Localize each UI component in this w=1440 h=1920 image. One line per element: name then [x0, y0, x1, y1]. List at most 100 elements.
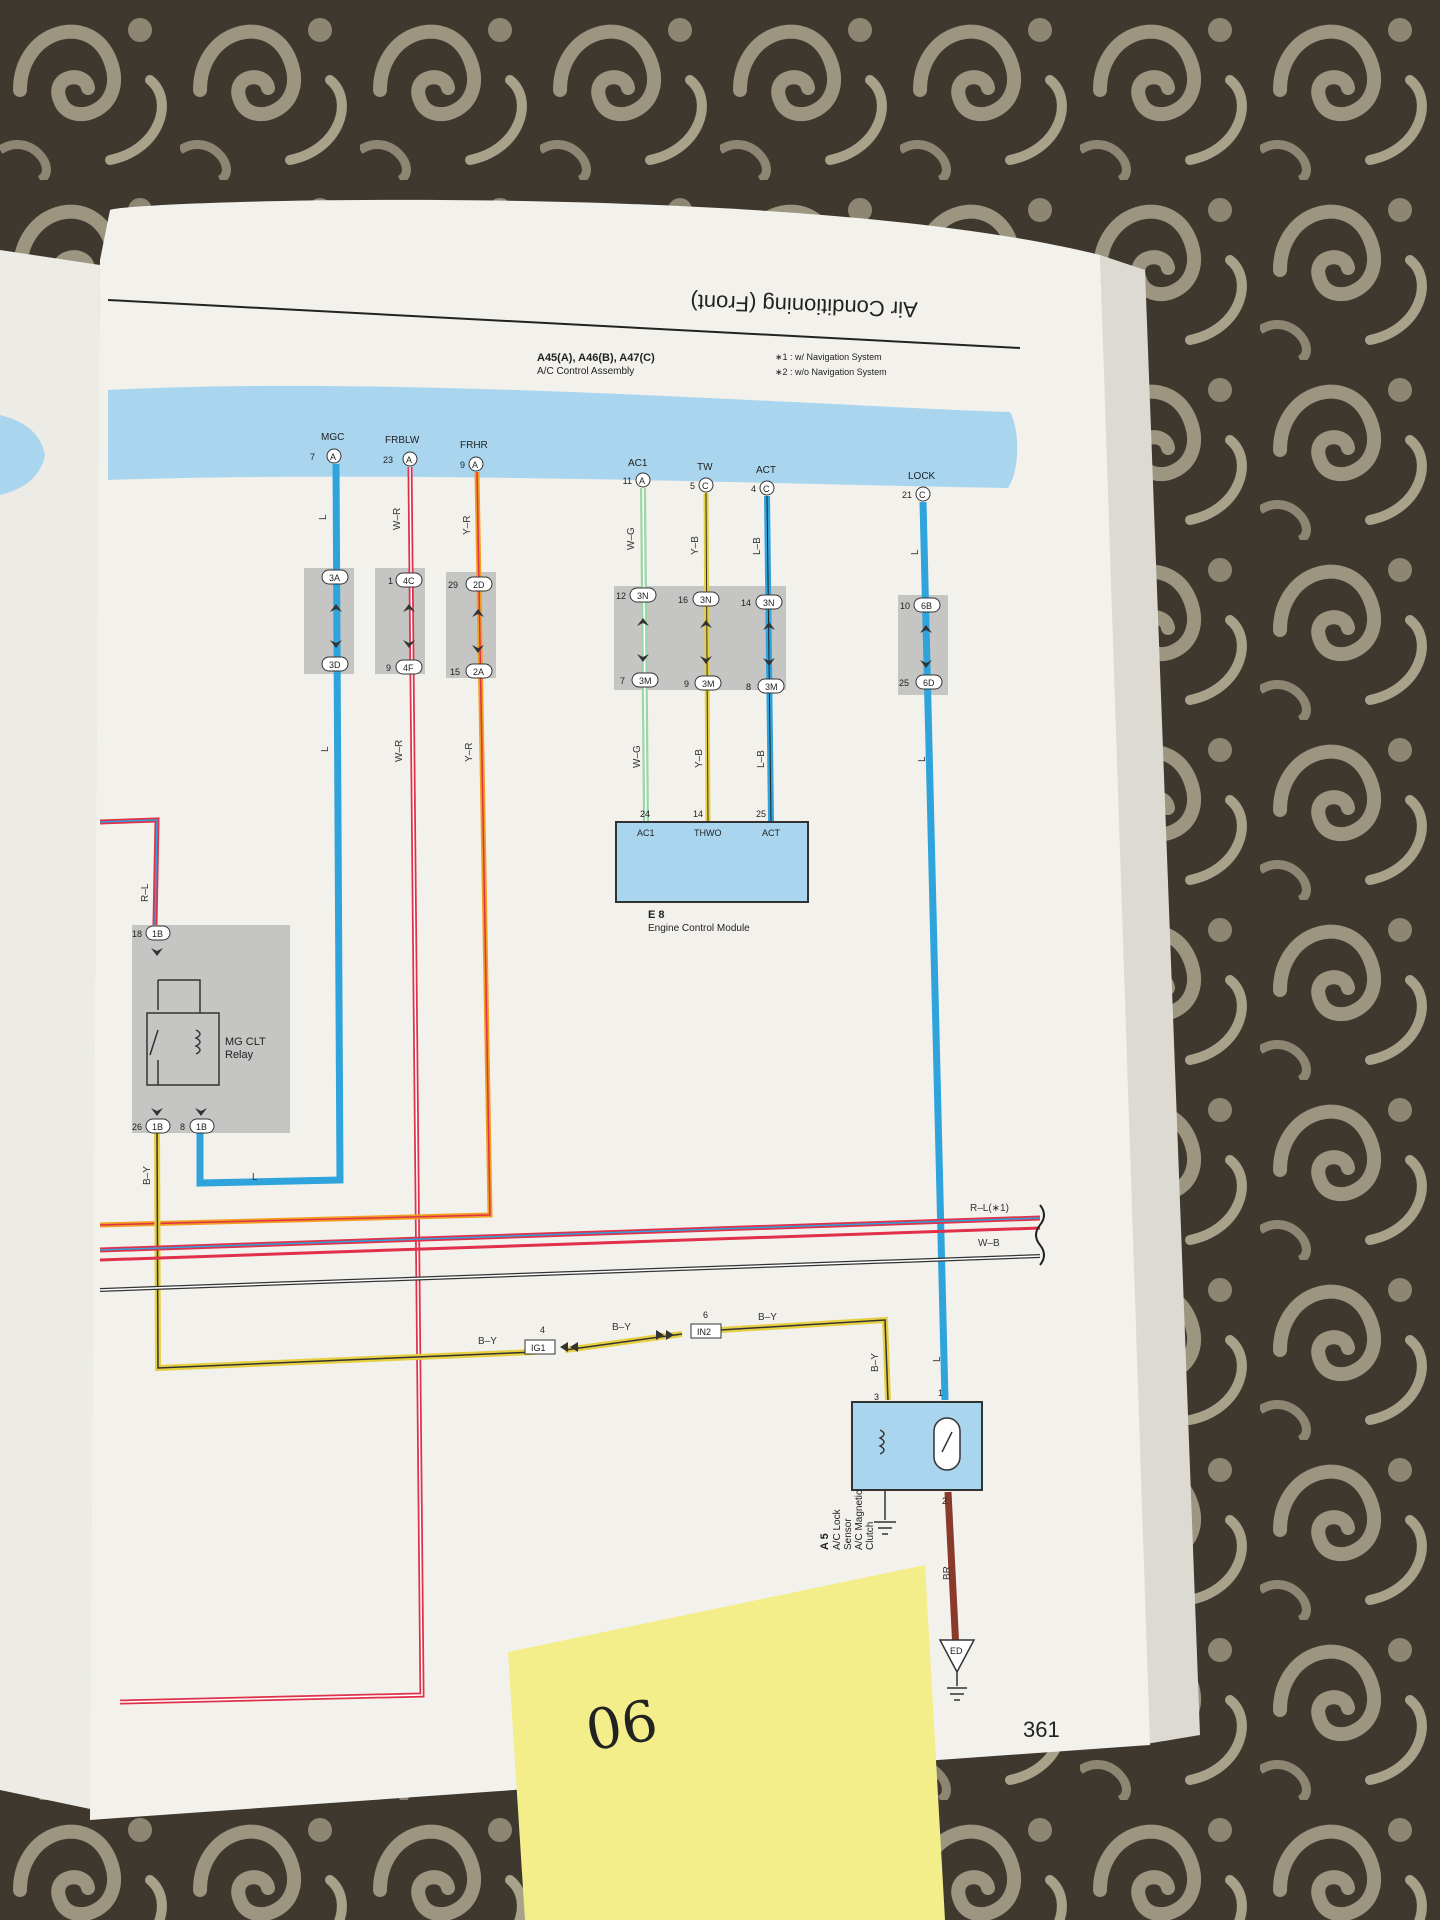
svg-text:Clutch: Clutch: [865, 1522, 876, 1550]
junction-3n-2: 16 3N: [678, 591, 720, 607]
terminal-frblw: FRBLW 23 A: [383, 435, 420, 467]
svg-text:3: 3: [874, 1392, 879, 1402]
junction-3n-3: 14 3N: [741, 594, 783, 610]
svg-text:AC1: AC1: [637, 828, 655, 838]
svg-text:16: 16: [678, 595, 688, 605]
svg-text:A: A: [330, 452, 336, 462]
svg-text:ACT: ACT: [756, 465, 776, 476]
wire-rl1: [99, 1215, 1041, 1262]
svg-text:29: 29: [448, 580, 458, 590]
junction-1b-right: 8 1B: [180, 1118, 215, 1134]
svg-text:24: 24: [640, 809, 650, 819]
ac-clutch-box: 3 1 2: [851, 1388, 983, 1535]
wire-label-l-5: L: [252, 1172, 258, 1183]
note-nav: ∗1 : w/ Navigation System: [775, 352, 882, 362]
junction-3m-1: 7 3M: [620, 672, 659, 688]
ecm-box: 24 14 25 AC1 THWO ACT: [615, 809, 809, 903]
svg-text:ACT: ACT: [762, 828, 781, 838]
svg-text:3N: 3N: [637, 591, 649, 601]
svg-text:ED: ED: [950, 1646, 963, 1656]
relay-symbol: [146, 979, 220, 1086]
wire-label-br: BR: [942, 1566, 953, 1580]
wire-ac1-wg: [640, 487, 649, 823]
svg-text:LOCK: LOCK: [908, 471, 936, 482]
left-page-bus: [0, 415, 45, 495]
wire-label-l-6: L: [932, 1356, 943, 1362]
terminal-frhr: FRHR 9 A: [460, 440, 488, 472]
wire-label-l-4: L: [917, 756, 928, 762]
wire-label-yr-1: Y–R: [462, 516, 473, 535]
svg-text:FRHR: FRHR: [460, 440, 488, 451]
wire-wb: [99, 1254, 1041, 1292]
wire-label-wr-2: W–R: [394, 740, 405, 762]
svg-text:9: 9: [460, 460, 465, 470]
svg-text:3N: 3N: [763, 598, 775, 608]
relay-name-line2: Relay: [225, 1049, 254, 1061]
wire-label-l-3: L: [320, 746, 331, 752]
svg-text:A: A: [406, 455, 412, 465]
svg-text:3D: 3D: [329, 660, 341, 670]
junction-2a: 15 2A: [450, 663, 493, 679]
terminal-lock: LOCK 21 C: [902, 471, 936, 502]
relay-name-line1: MG CLT: [225, 1036, 266, 1048]
svg-text:15: 15: [450, 667, 460, 677]
svg-text:06: 06: [581, 1688, 662, 1764]
wire-label-rl1: R–L(∗1): [970, 1203, 1009, 1214]
svg-text:9: 9: [684, 679, 689, 689]
terminal-act: ACT 4 C: [751, 465, 776, 496]
wire-lock-blue: [919, 501, 949, 1401]
junction-6b: 10 6B: [900, 597, 941, 613]
wire-frhr-yr: [99, 471, 493, 1228]
terminal-ac1: AC1 11 A: [623, 458, 651, 488]
svg-text:21: 21: [902, 490, 912, 500]
junction-2d: 29 2D: [448, 576, 493, 592]
wire-label-by-2: B–Y: [478, 1336, 497, 1347]
wire-mgc-blue: [196, 463, 344, 1187]
svg-text:1B: 1B: [152, 1122, 163, 1132]
svg-text:8: 8: [746, 682, 751, 692]
svg-text:8: 8: [180, 1122, 185, 1132]
junction-4f: 9 4F: [386, 659, 423, 675]
in2-connector: 6 IN2: [656, 1310, 722, 1340]
sticky-note: 06: [508, 1565, 945, 1920]
svg-text:C: C: [919, 490, 926, 500]
svg-text:2A: 2A: [473, 667, 484, 677]
wire-tw-yb: [703, 492, 711, 823]
wire-label-by-4: B–Y: [758, 1312, 777, 1323]
svg-text:6D: 6D: [923, 678, 935, 688]
ecm-code: E 8: [648, 909, 665, 921]
wire-label-l-2: L: [910, 549, 921, 555]
svg-text:Sensor: Sensor: [843, 1518, 854, 1550]
wire-frblw-wr: [119, 466, 425, 1705]
svg-text:4C: 4C: [403, 576, 415, 586]
ground-ed: ED: [938, 1639, 976, 1701]
wire-label-wr-1: W–R: [392, 508, 403, 530]
relay-box: [132, 925, 290, 1133]
svg-text:18: 18: [132, 929, 142, 939]
junction-3a: 3A: [321, 569, 349, 585]
svg-text:FRBLW: FRBLW: [385, 435, 420, 446]
svg-text:1: 1: [388, 576, 393, 586]
wire-relay-by: [154, 1127, 891, 1401]
svg-text:C: C: [763, 484, 770, 494]
wire-label-rl: R–L: [140, 883, 151, 902]
svg-text:3M: 3M: [639, 676, 652, 686]
terminal-mgc: MGC 7 A: [310, 432, 344, 464]
wire-label-wg-1: W–G: [626, 527, 637, 550]
top-rule: [107, 299, 1021, 349]
svg-text:9: 9: [386, 663, 391, 673]
svg-text:3N: 3N: [700, 595, 712, 605]
svg-text:A/C Lock: A/C Lock: [832, 1508, 843, 1550]
svg-text:AC1: AC1: [628, 458, 648, 469]
wire-label-yb-2: Y–B: [694, 749, 705, 768]
ac-clutch-label: A 5 A/C Lock Sensor A/C Magnetic Clutch: [819, 1490, 876, 1550]
svg-text:25: 25: [756, 809, 766, 819]
svg-text:4F: 4F: [403, 663, 414, 673]
svg-text:5: 5: [690, 481, 695, 491]
svg-text:1: 1: [938, 1388, 943, 1398]
page-number: 361: [1023, 1717, 1060, 1742]
wire-label-l-1: L: [318, 514, 329, 520]
svg-text:A 5: A 5: [819, 1533, 831, 1550]
svg-text:6: 6: [703, 1310, 708, 1320]
wire-label-lb-2: L–B: [756, 750, 767, 768]
